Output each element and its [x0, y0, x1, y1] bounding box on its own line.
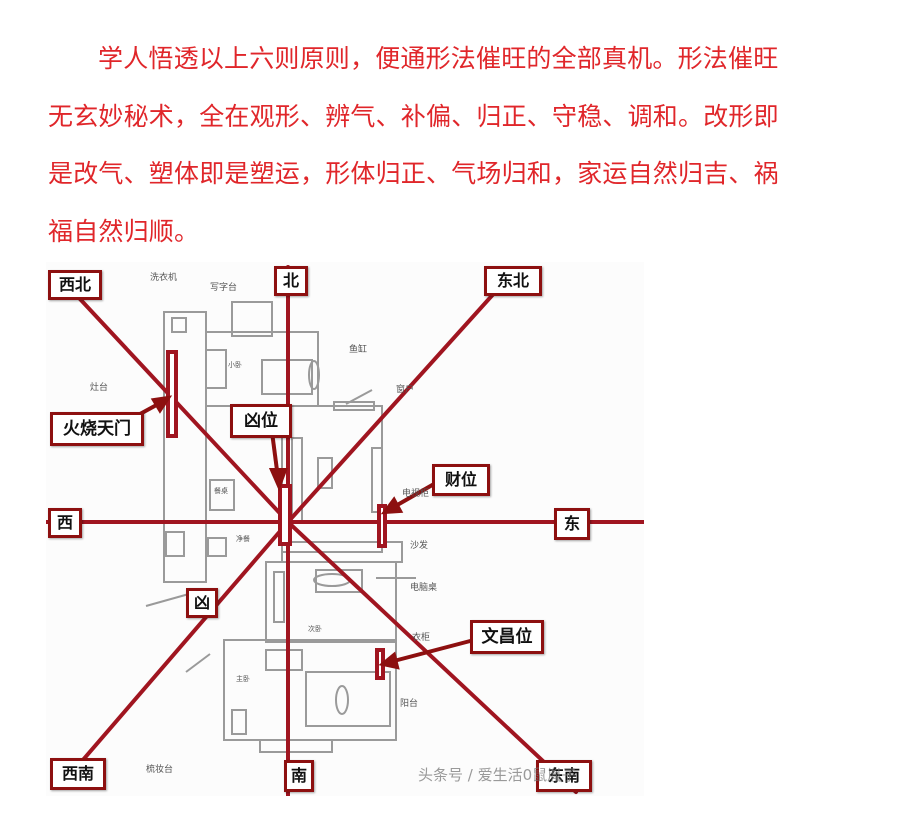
direction-label-east: 东: [554, 508, 590, 540]
plan-label-wardrobe: 衣柜: [412, 633, 431, 643]
callout-arrows: [139, 395, 475, 670]
plan-label-dining: 餐桌: [214, 487, 228, 495]
paragraph-line-2: 无玄妙秘术，全在观形、辨气、补偏、归正、守稳、调和。改形即: [48, 101, 779, 131]
callout-fire-heaven-gate: 火烧天门: [50, 412, 144, 446]
direction-label-northwest: 西北: [48, 270, 102, 300]
paragraph-line-4: 福自然归顺。: [48, 216, 200, 246]
floor-plan-walls: [145, 301, 416, 753]
watermark: 头条号 / 爱生活0鼠胤子: [418, 766, 578, 784]
direction-label-southeast: 东南: [536, 760, 592, 792]
plan-label-fish-tank: 鱼缸: [349, 345, 368, 355]
plan-label-computer-desk: 电脑桌: [410, 583, 438, 593]
callout-ominous-southwest: 凶: [186, 588, 218, 618]
plan-label-balcony: 阳台: [400, 699, 419, 709]
callout-wealth-position: 财位: [432, 464, 490, 496]
direction-label-north: 北: [274, 266, 308, 296]
callout-ominous-position: 凶位: [230, 404, 292, 438]
plan-label-second-bedroom: 次卧: [308, 625, 322, 633]
plan-label-stove: 灶台: [90, 383, 109, 393]
plan-label-dresser: 梳妆台: [146, 765, 174, 775]
direction-label-southwest: 西南: [50, 758, 106, 790]
plan-label-tv-cabinet: 电视柜: [402, 489, 430, 499]
plan-label-washer: 洗衣机: [150, 273, 178, 283]
plan-label-sink: 净餐: [236, 535, 250, 543]
direction-label-west: 西: [48, 508, 82, 538]
body-paragraph: 学人悟透以上六则原则，便通形法催旺的全部真机。形法催旺 无玄妙秘术，全在观形、辨…: [48, 30, 868, 260]
plan-label-desk: 写字台: [210, 283, 238, 293]
paragraph-line-1: 学人悟透以上六则原则，便通形法催旺的全部真机。形法催旺: [98, 44, 779, 73]
callout-wenchang-position: 文昌位: [470, 620, 544, 654]
direction-label-northeast: 东北: [484, 266, 542, 296]
floor-plan-drawing: [46, 265, 644, 796]
direction-lines: [46, 265, 644, 796]
plan-label-sofa: 沙发: [410, 541, 429, 551]
feng-shui-floor-plan: 洗衣机 写字台 鱼缸 窗户 灶台 小卧 电视柜 餐桌 沙发 净餐 电脑桌 次卧 …: [46, 262, 644, 796]
plan-label-window: 窗户: [396, 385, 415, 395]
plan-label-master-bedroom: 主卧: [236, 675, 250, 683]
plan-label-small-room: 小卧: [228, 361, 242, 369]
paragraph-line-3: 是改气、塑体即是塑运，形体归正、气场归和，家运自然归吉、祸: [48, 159, 779, 188]
direction-label-south: 南: [284, 760, 314, 792]
